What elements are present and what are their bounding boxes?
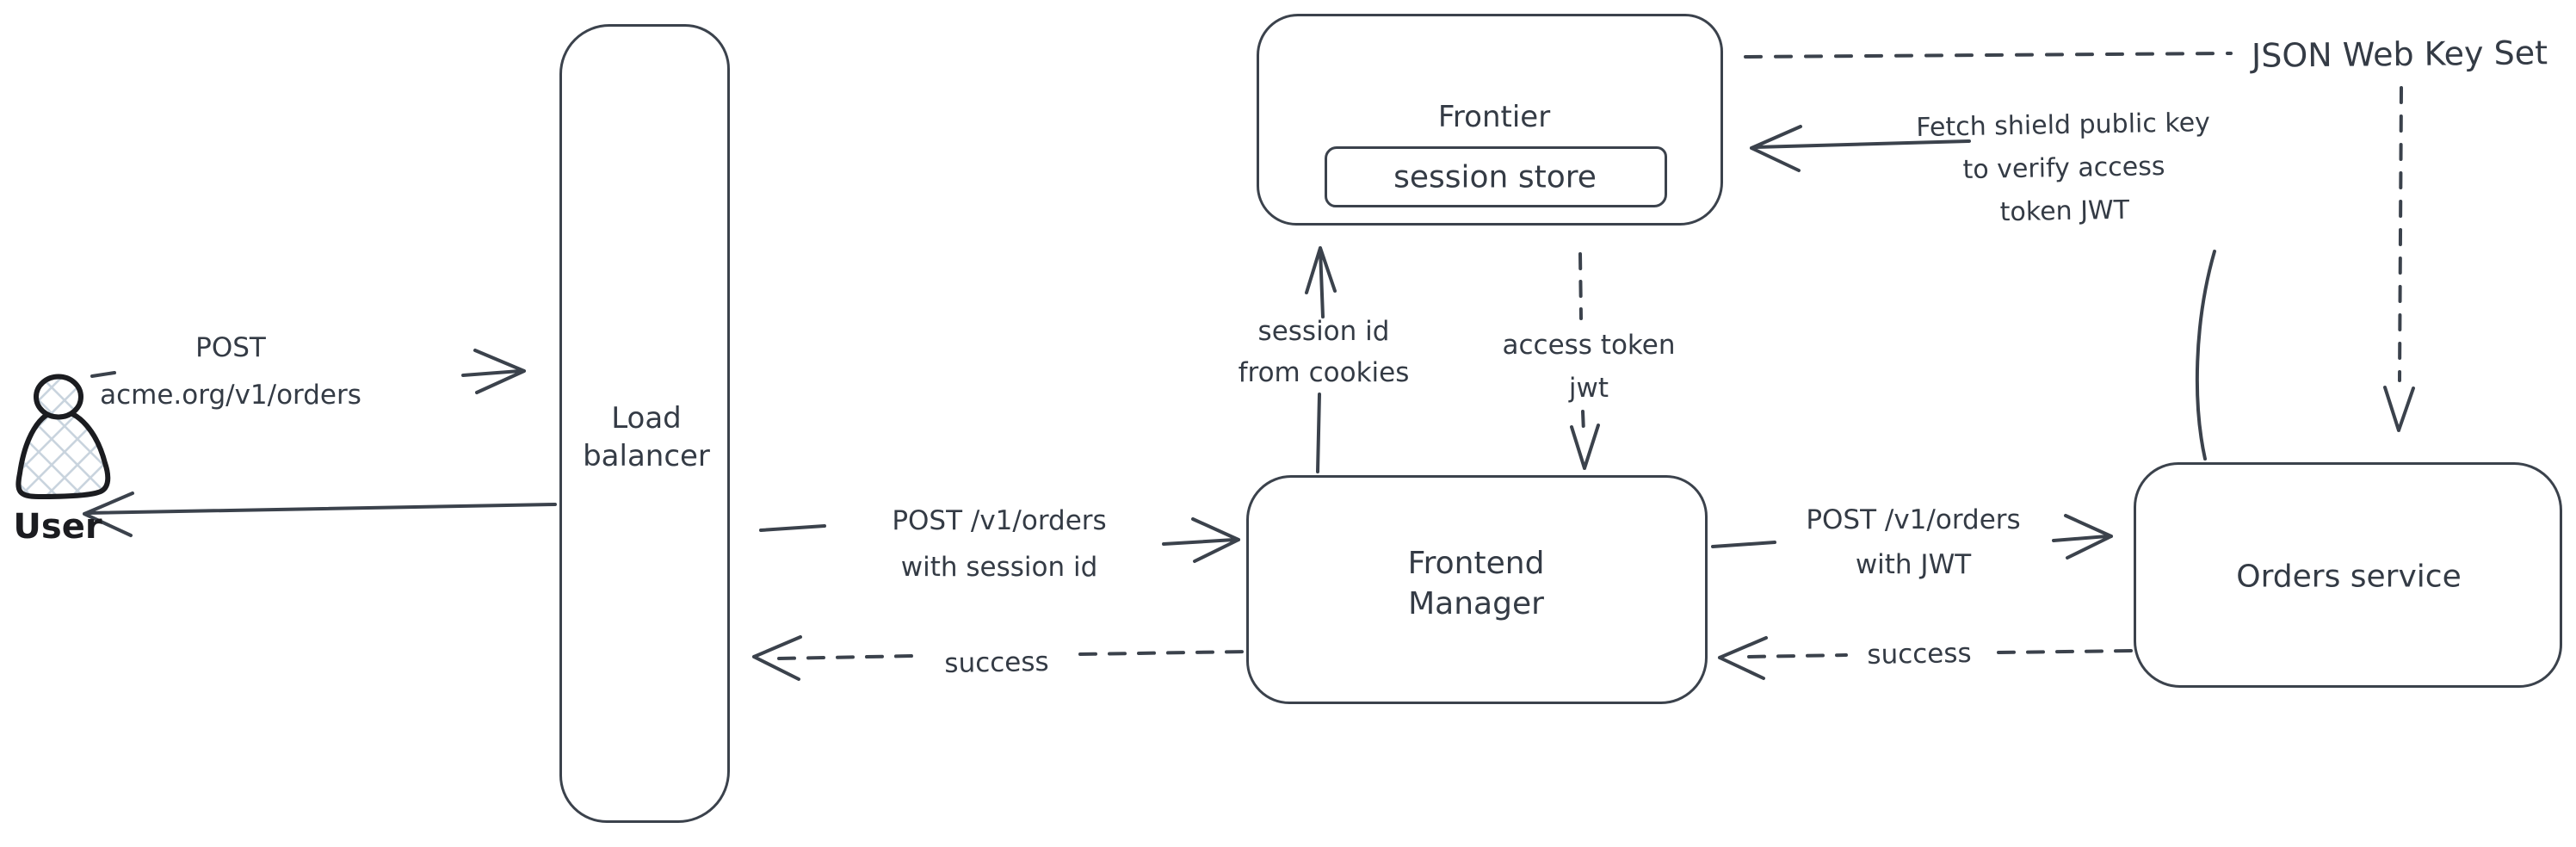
frontier-label: Frontier <box>1437 100 1551 134</box>
orders-service-label: Orders service <box>2236 559 2462 595</box>
edge-label-post-with-session-id: POST /v1/orders with session id <box>892 498 1106 590</box>
frontend-manager-label-line2: Manager <box>1408 586 1544 621</box>
load-balancer-label: Load balancer <box>583 399 710 475</box>
arrow-fm-to-orders-stub <box>1711 541 1776 548</box>
arrow-frontier-to-fm-dashes <box>1578 252 1585 434</box>
arrow-orders-to-fm-success-head <box>1718 636 1768 680</box>
node-load-balancer[interactable] <box>559 24 730 823</box>
edge-label-fetch-shield-key: Fetch shield public key to verify access… <box>1916 102 2212 236</box>
edge-label-session-id-from-cookies: session id from cookies <box>1239 311 1410 393</box>
node-orders-service[interactable] <box>2134 462 2562 688</box>
arrow-orders-to-fm-success-dashes <box>1747 649 2134 658</box>
arrow-fm-to-orders <box>2052 514 2113 560</box>
arrow-fetch-to-frontier <box>1750 125 1971 172</box>
edge-label-post-with-session-id-line2: with session id <box>900 552 1098 583</box>
edge-label-fetch-shield-key-line1: Fetch shield public key <box>1916 108 2211 143</box>
frontend-manager-label-line1: Frontend <box>1407 546 1545 581</box>
edge-label-post-acme-orders-line1: POST <box>195 332 266 363</box>
arrow-frontier-to-fm-head <box>1570 424 1600 470</box>
edge-label-access-token-jwt: access token jwt <box>1502 324 1675 410</box>
edge-label-fetch-shield-key-line3: token JWT <box>1999 195 2130 228</box>
arrow-fm-to-lb-success-dashes <box>777 650 1248 660</box>
connector-orders-to-fetch <box>2195 250 2216 461</box>
edge-label-post-acme-orders: POST acme.org/v1/orders <box>100 325 361 419</box>
user-head <box>34 374 83 420</box>
connector-frontier-to-jwks <box>1744 52 2233 59</box>
user-label: User <box>13 507 102 547</box>
edge-label-post-with-jwt: POST /v1/orders with JWT <box>1806 498 2020 587</box>
user-figure[interactable] <box>15 374 111 499</box>
arrow-jwks-to-orders-dashes <box>2398 86 2403 382</box>
arrow-user-to-lb <box>461 349 526 394</box>
arrow-lb-to-fm <box>1162 517 1240 563</box>
arrow-lb-to-fm-stub <box>759 524 826 532</box>
frontend-manager-label: Frontend Manager <box>1408 543 1545 624</box>
session-store-label: session store <box>1393 159 1597 195</box>
load-balancer-label-line1: Load <box>611 401 682 436</box>
edge-label-fetch-shield-key-line2: to verify access <box>1962 151 2165 186</box>
arrow-lb-to-user <box>83 492 557 537</box>
arrow-user-to-lb-stub <box>90 371 116 378</box>
edge-label-access-token-line1: access token <box>1502 330 1676 361</box>
edge-label-access-token-line2: jwt <box>1568 373 1609 404</box>
edge-label-session-id-line2: from cookies <box>1238 357 1410 388</box>
edge-label-post-with-jwt-line1: POST /v1/orders <box>1806 504 2021 535</box>
node-frontend-manager[interactable] <box>1246 475 1708 704</box>
user-body <box>15 408 111 499</box>
edge-label-success-left: success <box>944 646 1049 680</box>
arrow-fm-to-frontier <box>1305 246 1337 473</box>
edge-label-post-acme-orders-line2: acme.org/v1/orders <box>100 380 361 411</box>
jwks-label: JSON Web Key Set <box>2251 34 2548 75</box>
arrow-jwks-to-orders-head <box>2383 386 2415 432</box>
load-balancer-label-line2: balancer <box>583 439 710 473</box>
node-session-store[interactable] <box>1325 146 1667 207</box>
edge-label-session-id-line1: session id <box>1257 316 1390 347</box>
edge-label-success-right: success <box>1867 637 1972 671</box>
edge-label-post-with-jwt-line2: with JWT <box>1855 549 1972 580</box>
arrow-fm-to-lb-success-head <box>752 635 802 681</box>
edge-label-post-with-session-id-line1: POST /v1/orders <box>892 505 1107 536</box>
